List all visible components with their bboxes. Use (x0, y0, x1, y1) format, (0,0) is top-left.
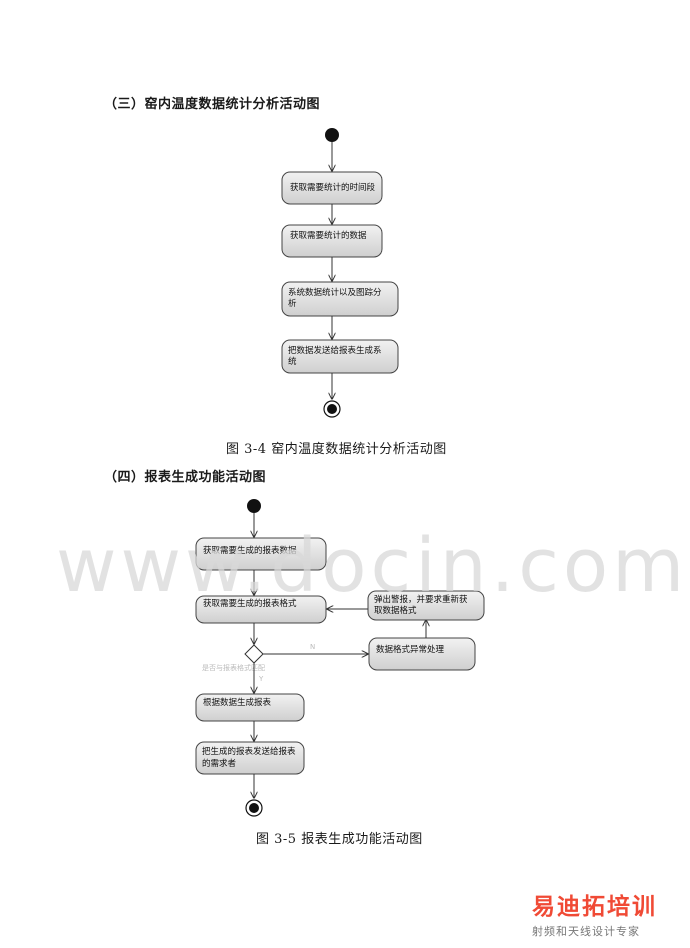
figure-caption-3-4: 图 3-4 窑内温度数据统计分析活动图 (226, 442, 447, 457)
end-node-core (327, 404, 337, 414)
logo-main-text: 易迪拓培训 (532, 894, 657, 920)
end-node (323, 400, 341, 418)
node-label: 获取需要统计的时间段 (290, 182, 376, 193)
end-node-core (249, 803, 259, 813)
watermark: www.docin.com (56, 523, 689, 609)
branch-no-label: N (310, 643, 315, 651)
activity-node-get-data (281, 224, 383, 258)
branch-yes-label: Y (258, 675, 264, 683)
start-node (247, 499, 261, 513)
figure-caption-3-5: 图 3-5 报表生成功能活动图 (256, 832, 423, 847)
node-label: 把数据发送给报表生成系 (288, 345, 382, 356)
section4-heading: （四）报表生成功能活动图 (104, 470, 267, 485)
node-label: 把生成的报表发送给报表 (202, 746, 296, 757)
node-label: 统 (288, 356, 297, 367)
node-label: 的需求者 (202, 758, 237, 769)
node-label: 根据数据生成报表 (203, 697, 272, 708)
node-label: 取数据格式 (374, 605, 417, 616)
end-node (245, 799, 263, 817)
activity-node-get-report-format (195, 595, 327, 624)
node-label: 弹出警报，并要求重新获 (374, 594, 468, 605)
decision-condition-label: 是否与报表格式匹配 (202, 663, 265, 672)
activity-node-alarm (367, 590, 485, 621)
start-node (325, 128, 339, 142)
node-label: 析 (288, 298, 297, 309)
activity-node-format-exception (368, 637, 476, 671)
node-label: 系统数据统计以及图踪分 (288, 287, 382, 298)
activity-node-send-data (281, 339, 399, 374)
decision-node (244, 644, 264, 664)
activity-node-statistics (281, 281, 399, 317)
logo-sub-text: 射频和天线设计专家 (532, 925, 640, 938)
node-label: 获取需要生成的报表格式 (203, 598, 297, 609)
node-label: 获取需要生成的报表数据 (203, 545, 297, 556)
logo: 易迪拓培训 射频和天线设计专家 (532, 887, 682, 939)
node-label: 数据格式异常处理 (376, 644, 445, 655)
node-label: 获取需要统计的数据 (290, 230, 367, 241)
section3-heading: （三）窑内温度数据统计分析活动图 (104, 97, 321, 112)
activity-node-generate-report (195, 693, 305, 722)
activity-node-send-report (195, 741, 305, 775)
activity-node-get-report-data (195, 537, 327, 571)
